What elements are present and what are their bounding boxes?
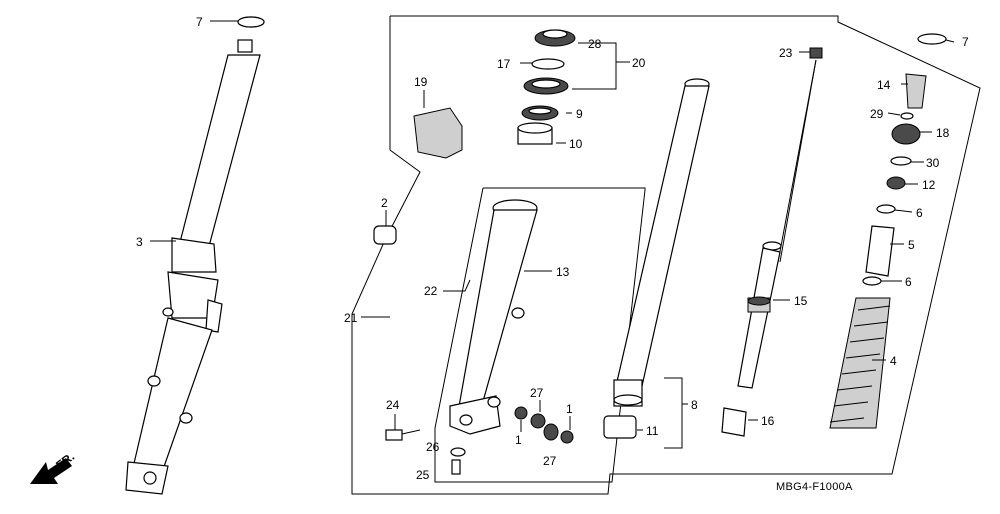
callout-16: 16	[761, 414, 775, 428]
callout-10: 10	[569, 137, 583, 151]
nut-part-27-bottom	[543, 423, 559, 441]
fork-slider-illustration	[449, 199, 538, 435]
bolt-part-25	[451, 459, 461, 475]
callout-11: 11	[646, 424, 659, 438]
fork-tube-part-8	[613, 78, 710, 407]
callout-5: 5	[908, 238, 915, 252]
callout-26: 26	[426, 440, 440, 454]
nut-part-27-top	[530, 413, 546, 429]
callout-29: 29	[870, 107, 884, 121]
callout-7-left: 7	[196, 15, 203, 29]
callout-22: 22	[424, 284, 438, 298]
callout-8: 8	[691, 398, 698, 412]
callout-30: 30	[926, 156, 940, 170]
callout-6-top: 6	[916, 206, 923, 220]
callout-12: 12	[922, 178, 936, 192]
washer-part-26	[450, 447, 466, 457]
callout-3: 3	[136, 235, 143, 249]
callout-23: 23	[779, 46, 793, 60]
callout-13: 13	[556, 265, 570, 279]
callout-9: 9	[576, 107, 583, 121]
seal-stack-illustration	[517, 29, 576, 145]
callout-28: 28	[588, 37, 602, 51]
callout-27-bottom: 27	[543, 454, 557, 468]
callout-21: 21	[344, 311, 358, 325]
callout-4: 4	[890, 354, 897, 368]
callout-27-top: 27	[530, 386, 544, 400]
bolt-part-24	[385, 429, 403, 441]
fork-assembly-outline	[351, 15, 981, 495]
callout-1-left: 1	[515, 433, 522, 447]
bushing-part-11	[603, 415, 637, 439]
assembled-fork-illustration	[125, 16, 265, 495]
callout-labels: 7 7 3 2 21 19 28 17 20 9 10 22 13 24 26 …	[136, 15, 969, 482]
right-column-parts	[829, 73, 927, 429]
callout-17: 17	[497, 57, 511, 71]
callout-18: 18	[936, 126, 950, 140]
washer-part-1-left	[514, 406, 528, 420]
callout-15: 15	[794, 294, 808, 308]
callout-1-right: 1	[566, 402, 573, 416]
bushing-part-2	[373, 225, 397, 245]
ring-part-7-right	[917, 33, 947, 45]
diagram-code: MBG4-F1000A	[776, 481, 853, 493]
callout-19: 19	[414, 75, 428, 89]
leader-lines	[150, 20, 955, 449]
fork-cover-part-19	[413, 107, 463, 159]
callout-6-bottom: 6	[905, 275, 912, 289]
ring-part-7-left	[237, 16, 265, 28]
callout-24: 24	[386, 398, 400, 412]
callout-7-right: 7	[962, 35, 969, 49]
piece-part-16	[721, 407, 747, 437]
callout-20: 20	[632, 56, 646, 70]
front-direction-arrow	[30, 458, 72, 484]
callout-2: 2	[381, 196, 388, 210]
callout-14: 14	[877, 78, 891, 92]
slider-group-outline	[434, 187, 646, 483]
callout-25: 25	[416, 468, 430, 482]
damper-rod-part-15	[737, 47, 823, 389]
washer-part-1-right	[560, 430, 574, 444]
